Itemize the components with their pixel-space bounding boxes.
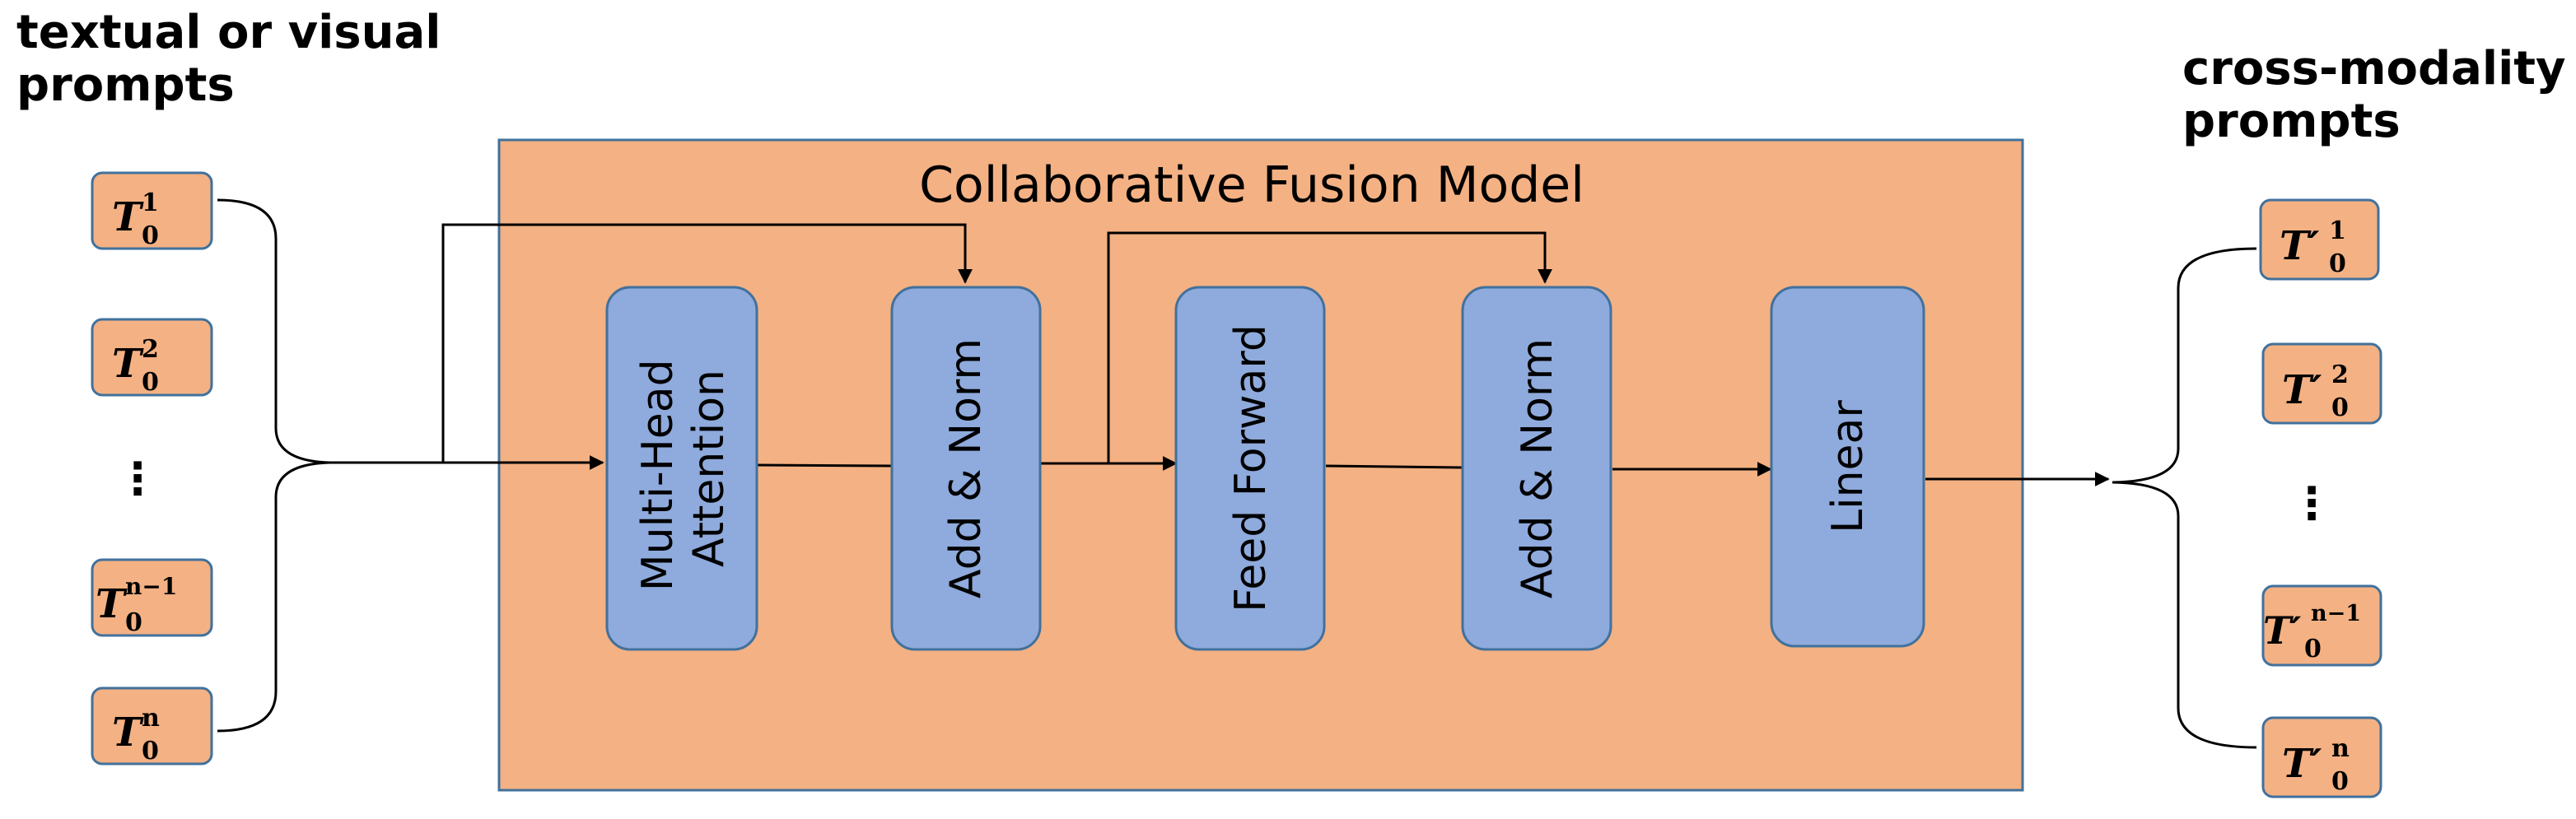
svg-text:Multi-Head Attention: Multi-Head Attention [633,346,734,591]
svg-text:n−1: n−1 [125,573,177,600]
block-multi-head-attention-line2: Attention [684,370,734,567]
svg-text:T′: T′ [2280,223,2320,269]
input-token-n: T n 0 [91,686,213,765]
block-linear: Linear [1770,286,1925,648]
output-token-list: T′ 1 0 T′ 2 0 ⋮ T′ n−1 0 T′ n 0 [2259,198,2382,798]
input-heading-line1: textual or visual [16,6,441,59]
input-token-1: T 1 0 [91,171,213,250]
input-token-2: T 2 0 [91,318,213,397]
svg-text:0: 0 [142,368,159,397]
svg-text:T: T [112,341,144,387]
svg-text:0: 0 [2331,393,2349,422]
svg-text:T: T [112,194,144,240]
output-heading-line2: prompts [2182,95,2401,148]
input-token-list: T 1 0 T 2 0 ⋮ T n−1 0 T n 0 [91,171,213,765]
svg-text:2: 2 [2331,361,2349,389]
output-token-2: T′ 2 0 [2261,342,2382,425]
output-brace [2112,247,2257,749]
input-brace [217,198,330,733]
svg-text:1: 1 [142,188,159,217]
svg-text:T: T [96,581,128,627]
svg-text:0: 0 [2304,635,2322,663]
svg-text:0: 0 [142,737,159,765]
block-feed-forward-label: Feed Forward [1226,324,1276,612]
output-token-n: T′ n 0 [2261,716,2382,798]
block-add-norm-1-label: Add & Norm [941,338,991,598]
input-heading-line2: prompts [16,58,235,112]
line-attention-to-addnorm [757,463,892,468]
svg-text:T: T [112,710,144,756]
block-multi-head-attention-line1: Multi-Head [633,359,683,591]
output-heading: cross-modality prompts [2182,43,2566,148]
block-add-norm-1: Add & Norm [890,286,1042,651]
svg-text:2: 2 [142,335,159,364]
flow-lines [329,223,2110,486]
block-linear-label: Linear [1823,400,1873,533]
svg-text:0: 0 [2329,249,2346,278]
residual-connection-1 [441,223,973,463]
svg-text:1: 1 [2329,216,2346,245]
output-heading-line1: cross-modality [2182,42,2566,95]
output-token-n-minus-1: T′ n−1 0 [2261,584,2382,667]
block-multi-head-attention: Multi-Head Attention [605,286,758,651]
block-add-norm-2: Add & Norm [1461,286,1612,651]
output-token-1: T′ 1 0 [2259,198,2380,281]
block-feed-forward: Feed Forward [1174,286,1326,651]
input-heading: textual or visual prompts [16,7,441,112]
line-feedforward-to-addnorm [1325,464,1463,469]
svg-text:n−1: n−1 [2311,601,2361,626]
model-title: Collaborative Fusion Model [919,156,1584,214]
input-ellipsis: ⋮ [115,453,160,505]
svg-text:T′: T′ [2282,741,2322,787]
svg-text:n: n [142,704,160,733]
svg-text:n: n [2331,734,2350,763]
svg-text:0: 0 [142,221,159,250]
output-ellipsis: ⋮ [2289,477,2334,529]
residual-connection-2 [1107,231,1552,463]
block-add-norm-2-label: Add & Norm [1513,338,1562,598]
svg-text:0: 0 [125,608,142,637]
svg-text:0: 0 [2331,767,2349,796]
input-token-n-minus-1: T n−1 0 [91,558,213,637]
svg-text:T′: T′ [2282,367,2322,413]
svg-text:T′: T′ [2263,608,2301,653]
